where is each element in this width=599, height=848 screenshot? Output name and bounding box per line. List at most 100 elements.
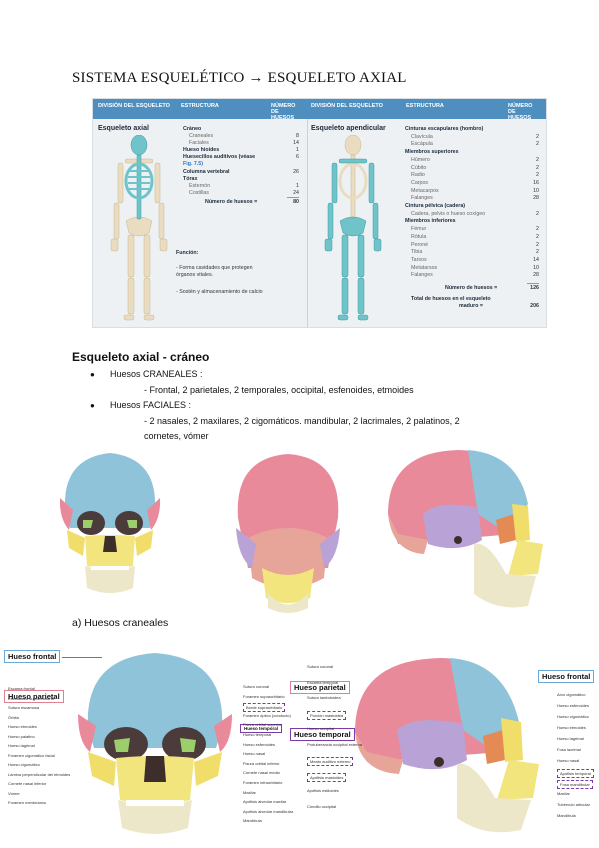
apendicular-row-label: Falanges	[411, 195, 433, 202]
apendicular-row-label: Cúbito	[411, 164, 427, 171]
grand-total-label: Total de huesos en el esqueleto	[411, 296, 491, 302]
skull-label: Apófisis alveolar mandibular	[243, 808, 294, 814]
axial-row-num: 14	[293, 140, 299, 146]
label-hueso-frontal-lateral: Hueso frontal	[538, 670, 595, 683]
header-division-2: DIVISIÓN DEL ESQUELETO	[311, 103, 383, 109]
apendicular-row-label: Metatarsos	[411, 264, 438, 271]
axial-row-label: Costillas	[189, 190, 210, 196]
skull-label: Hueso lagrimal	[8, 743, 35, 748]
header-division: DIVISIÓN DEL ESQUELETO	[98, 103, 170, 109]
axial-row-num: 6	[296, 154, 299, 160]
apendicular-row-label: Falanges	[411, 272, 433, 279]
bullet-craneales: Huesos CRANEALES :	[110, 369, 203, 379]
apendicular-row-num: 2	[536, 210, 539, 217]
apendicular-row-num: 2	[536, 133, 539, 140]
apendicular-row-num: 2	[536, 156, 539, 163]
skull-label: Escama temporal	[307, 679, 339, 685]
skull-label: Tubérculo articular	[557, 802, 590, 807]
craneales-detail: - Frontal, 2 parietales, 2 temporales, o…	[144, 385, 414, 395]
skull-label: Fisura orbital superior	[243, 722, 282, 728]
apendicular-row-label: Clavícula	[411, 133, 433, 140]
apendicular-row-num: 2	[536, 241, 539, 248]
skull-label: Mandíbula	[243, 818, 262, 824]
skull-label: Apófisis temporal	[557, 769, 594, 778]
sum-line	[527, 283, 539, 284]
skull-label: Hueso lagrimal	[557, 736, 584, 741]
faciales-detail: cornetes, vómer	[144, 431, 209, 441]
grand-total: 206	[530, 303, 539, 309]
apendicular-row-label: Escápula	[411, 141, 433, 148]
section-heading: Esqueleto axial - cráneo	[72, 350, 210, 364]
apendicular-row-num: 2	[536, 233, 539, 240]
skull-label: Borde supraorbitario	[243, 703, 286, 713]
skull-label: Lámina perpendicular del etmoides	[8, 771, 71, 777]
grand-total-label: maduro =	[459, 303, 483, 309]
apendicular-row-label: Carpos	[411, 179, 429, 186]
apendicular-row-num: 2	[536, 172, 539, 179]
apendicular-row-label: Tibia	[411, 249, 423, 256]
axial-row-num: 8	[296, 133, 299, 139]
apendicular-row-label: Cintura pélvica (cadera)	[405, 203, 466, 209]
skull-label: Fosa lacrimal	[557, 747, 581, 752]
skull-label: Mandíbula	[557, 813, 576, 818]
axial-row-label: Huesecillos auditivos (véase	[183, 154, 256, 160]
header-estructura-2: ESTRUCTURA	[406, 103, 444, 109]
apendicular-row-num: 10	[533, 264, 539, 271]
skull-label: Escama frontal	[8, 686, 35, 691]
label-hueso-parietal-front: Hueso parietal	[4, 690, 64, 703]
skull-label: Protuberancia occipital externa	[307, 741, 362, 747]
axial-row-label: Faciales	[189, 140, 209, 146]
subsection-heading: a) Huesos craneales	[72, 617, 169, 629]
table-divider	[307, 119, 308, 327]
skull-front-view	[59, 453, 161, 593]
leader-line	[62, 657, 102, 658]
axial-row-label: Cráneo	[183, 126, 202, 132]
skull-label: Hueso temporal	[243, 732, 272, 737]
skull-label: Hueso nasal	[243, 751, 266, 757]
apendicular-row-label: Miembros inferiores	[405, 218, 456, 225]
label-hueso-temporal-lateral: Hueso temporal	[290, 728, 355, 741]
apendicular-row-label: Radio	[411, 172, 425, 179]
figure-link[interactable]: Fig. 7.5)	[183, 161, 204, 167]
funcion-item: - Forma cavidades que protegen órganos v…	[176, 265, 253, 278]
label-hueso-frontal-front: Hueso frontal	[4, 650, 61, 663]
skull-label: Apófisis alveolar maxilar	[243, 799, 287, 805]
skull-label: Hueso cigomático	[8, 762, 40, 767]
skeleton-table-figure: DIVISIÓN DEL ESQUELETO ESTRUCTURA NÚMERO…	[92, 98, 547, 328]
skull-label: Hueso esfenoides	[557, 703, 590, 708]
skull-label: Arco cigomático	[557, 692, 586, 697]
skull-label: Foramen supraorbitario	[243, 693, 285, 699]
apendicular-row-num: 2	[536, 226, 539, 233]
skull-label: Hueso esfenoides	[243, 741, 276, 747]
axial-row-label: Craneales	[189, 133, 214, 139]
axial-total: 80	[293, 199, 299, 205]
skull-label: Apófisis estiloides	[307, 788, 339, 793]
apendicular-row-num: 14	[533, 256, 539, 263]
labeled-skull-lateral	[355, 658, 539, 833]
skull-label: Porción mastoidea	[307, 710, 347, 720]
skull-label: Escotadura supraorbitaria	[8, 695, 54, 701]
apendicular-total-label: Número de huesos =	[445, 285, 498, 291]
skull-lateral-view	[388, 450, 543, 608]
labeled-skull-front	[78, 653, 232, 834]
apendicular-row-num: 28	[533, 272, 539, 279]
skull-label: Vómer	[8, 790, 20, 796]
skull-label: Foramen infraorbitario	[243, 780, 283, 785]
skull-label: Cóndilo occipital	[307, 803, 337, 809]
skull-label: Fisura orbital inferior	[243, 760, 280, 766]
skull-label: Hueso palatino	[8, 733, 35, 739]
axial-row-label: Columna vertebral	[183, 169, 230, 175]
skull-label: Meato auditivo externo	[307, 757, 354, 766]
apendicular-row-label: Metacarpos	[411, 187, 439, 194]
apendicular-title: Esqueleto apendicular	[311, 125, 386, 132]
header-estructura: ESTRUCTURA	[181, 103, 219, 109]
skull-label: Hueso nasal	[557, 758, 580, 763]
axial-row-label: Hueso hioides	[183, 147, 220, 153]
page-title: SISTEMA ESQUELÉTICO → ESQUELETO AXIAL	[72, 70, 407, 86]
skull-label: Hueso cigomático	[557, 714, 589, 719]
axial-total-label: Número de huesos =	[205, 199, 258, 205]
apendicular-row-label: Miembros superiores	[405, 149, 459, 156]
apendicular-total: 126	[530, 285, 539, 291]
funcion-title: Función:	[176, 250, 199, 256]
skull-label: Apófisis mastoides	[307, 772, 347, 782]
